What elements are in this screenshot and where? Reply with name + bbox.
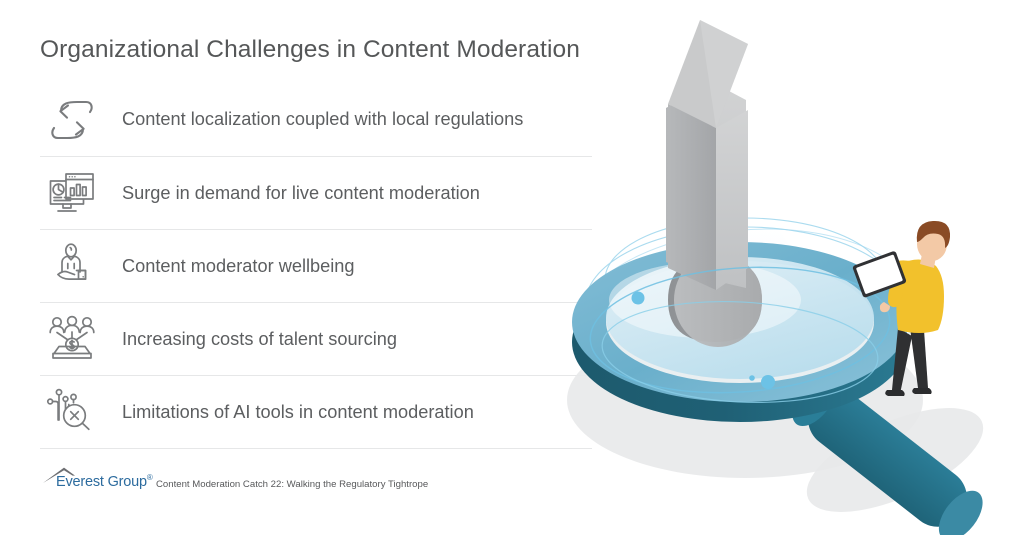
dashboard-monitor-icon [40,170,104,216]
mountain-peak-icon [43,467,75,483]
list-item-label: Surge in demand for live content moderat… [122,182,480,203]
list-item-label: Content localization coupled with local … [122,109,524,130]
list-item[interactable]: Content localization coupled with local … [40,83,592,156]
logo-wordmark: Everest Group® [56,473,153,490]
list-item-label: Limitations of AI tools in content moder… [122,401,474,422]
people-with-money-icon [40,315,104,363]
list-item[interactable]: Surge in demand for live content moderat… [40,156,592,229]
ai-nodes-magnifier-x-icon [40,386,104,438]
list-item-label: Increasing costs of talent sourcing [122,328,397,349]
person-figure [852,220,951,396]
list-item[interactable]: Content moderator wellbeing [40,229,592,302]
logo-name: Everest Group [56,473,147,490]
person-in-hand-care-icon [40,242,104,290]
refresh-cycle-icon [40,98,104,142]
list-item[interactable]: Limitations of AI tools in content moder… [40,375,592,448]
page-title: Organizational Challenges in Content Mod… [40,36,580,63]
everest-group-logo: Everest Group® [42,466,153,492]
list-item-label: Content moderator wellbeing [122,255,355,276]
illustration-magnifier-exclamation [540,0,1022,535]
list-item[interactable]: Increasing costs of talent sourcing [40,302,592,375]
footer: Everest Group® Content Moderation Catch … [42,466,428,492]
content-column: Organizational Challenges in Content Mod… [40,36,592,492]
registered-mark: ® [146,473,153,482]
footer-caption: Content Moderation Catch 22: Walking the… [156,479,429,490]
challenge-list: Content localization coupled with local … [40,83,592,449]
